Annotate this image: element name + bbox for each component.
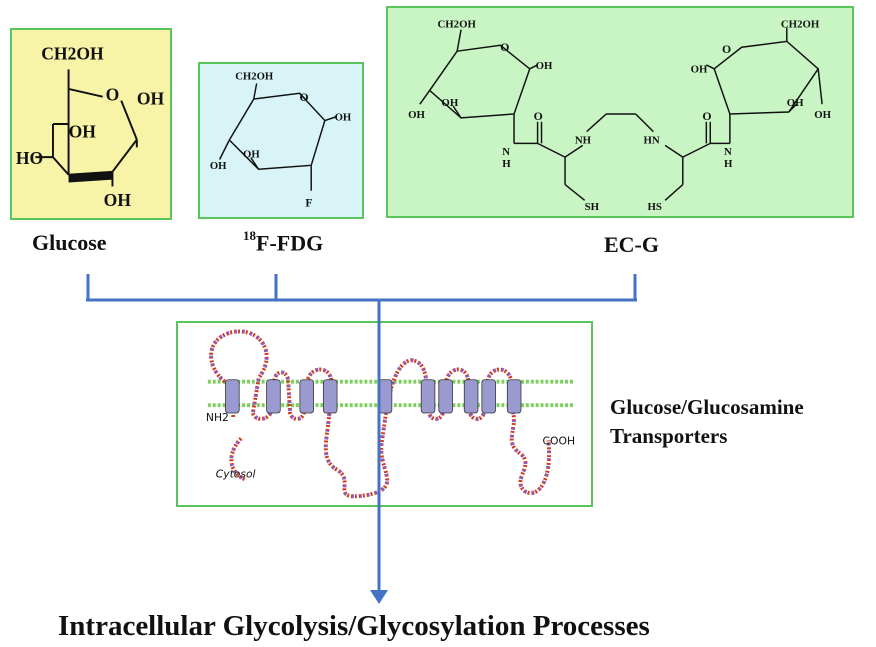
glucose-oh-right: OH: [137, 88, 165, 108]
ecg-sh-left: SH: [585, 201, 600, 213]
ecg-h-right: H: [724, 158, 733, 170]
transporter-protein-drawing: NH2 COOH Cytosol: [206, 329, 576, 499]
fdg-ring-o: O: [300, 91, 309, 104]
flow-arrow-head: [370, 590, 388, 604]
fdg-oh-inner: OH: [243, 149, 260, 161]
ecg-o-right: O: [722, 43, 731, 56]
ecg-oh-right-a: OH: [691, 64, 708, 76]
fdg-oh-right: OH: [335, 112, 352, 124]
ecg-oh-left-c: OH: [408, 109, 425, 121]
process-label: Intracellular Glycolysis/Glycosylation P…: [58, 610, 650, 642]
ecg-carbonyl-o-right: O: [702, 110, 711, 123]
fdg-label: 18F-FDG: [243, 228, 324, 256]
fdg-isotope-number: 18: [243, 228, 256, 243]
ecg-structure-panel: CH2OH O OH OH OH N H O NH HN SH HS O N H…: [386, 6, 854, 218]
glucose-structure-drawing: CH2OH O OH OH HO OH: [16, 44, 165, 210]
fdg-structure-drawing: CH2OH O OH OH OH F: [210, 71, 352, 210]
ecg-structure-drawing: CH2OH O OH OH OH N H O NH HN SH HS O N H…: [408, 19, 832, 213]
glucose-ring-o: O: [106, 85, 120, 105]
protein-chain-red: [209, 329, 552, 499]
transporter-panel: NH2 COOH Cytosol: [176, 321, 593, 507]
fdg-name: F-FDG: [256, 230, 324, 256]
glucose-ch2oh: CH2OH: [41, 44, 104, 64]
transporter-label-line2: Transporters: [610, 424, 728, 448]
cooh-terminus-label: COOH: [543, 434, 576, 447]
ecg-carbonyl-o-left: O: [534, 110, 543, 123]
glucose-oh-bottom: OH: [104, 190, 132, 210]
ecg-ch2oh-right: CH2OH: [781, 19, 820, 31]
ecg-hn-ring-right: HN: [644, 134, 660, 146]
protein-chain-purple: [209, 329, 552, 499]
ecg-oh-left-a: OH: [536, 60, 553, 72]
glucose-ho-left: HO: [16, 148, 43, 168]
nh2-terminus-label: NH2: [206, 411, 229, 424]
fdg-fluorine: F: [305, 196, 312, 209]
transporter-label-line1: Glucose/Glucosamine: [610, 395, 804, 419]
ecg-oh-right-c: OH: [814, 109, 831, 121]
fdg-ch2oh: CH2OH: [235, 71, 274, 83]
fdg-structure-panel: CH2OH O OH OH OH F: [198, 62, 364, 219]
ecg-o-left: O: [500, 41, 509, 54]
cytosol-label: Cytosol: [216, 468, 256, 481]
glucose-label: Glucose: [32, 230, 107, 255]
glucose-structure-panel: CH2OH O OH OH HO OH: [10, 28, 172, 220]
ecg-nh-ring-left: NH: [575, 134, 592, 146]
ecg-n-right: N: [724, 146, 732, 158]
ecg-oh-right-b: OH: [787, 97, 804, 109]
ecg-oh-left-b: OH: [441, 97, 458, 109]
transporter-label: Glucose/Glucosamine Transporters: [610, 393, 804, 451]
ecg-ch2oh-left: CH2OH: [438, 19, 477, 31]
ecg-label: EC-G: [604, 232, 659, 257]
fdg-oh-left: OH: [210, 160, 227, 172]
ecg-h-left: H: [502, 158, 511, 170]
glucose-oh-inner: OH: [69, 122, 97, 142]
ecg-n-left: N: [502, 146, 510, 158]
transmembrane-helices: [225, 379, 522, 414]
ecg-hs-right: HS: [647, 201, 661, 213]
